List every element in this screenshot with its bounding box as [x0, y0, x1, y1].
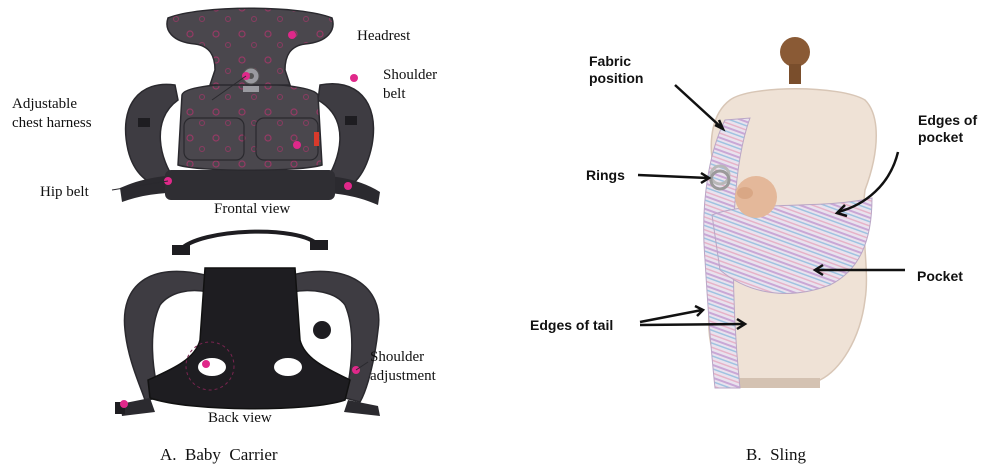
fabric-position-label-line2: position	[589, 70, 643, 86]
rings-label: Rings	[586, 167, 625, 183]
headrest-label: Headrest	[357, 28, 410, 45]
shoulder-adjustment-label-line2: adjustment	[370, 368, 436, 385]
frontal-view-label: Frontal view	[214, 201, 290, 218]
shoulder-adjustment-label-line1: Shoulder	[370, 349, 424, 366]
fabric-position-label-line1: Fabric	[589, 53, 631, 69]
edges-of-tail-label: Edges of tail	[530, 317, 613, 333]
caption-a: A. Baby Carrier	[160, 445, 278, 465]
sling-panel: Fabric position Rings Edges of pocket Po…	[520, 0, 999, 471]
edges-of-pocket-label-line2: pocket	[918, 129, 963, 145]
back-view-carrier	[115, 232, 380, 416]
chest-harness-label-line2: chest harness	[12, 115, 92, 132]
pocket-label: Pocket	[917, 268, 963, 284]
edges-of-pocket-label-line1: Edges of	[918, 112, 977, 128]
hip-belt-label: Hip belt	[40, 184, 89, 201]
caption-b: B. Sling	[746, 445, 806, 465]
front-view-carrier	[112, 8, 380, 205]
chest-harness-label-line1: Adjustable	[12, 96, 77, 113]
back-view-label: Back view	[208, 410, 272, 427]
shoulder-belt-label-line1: Shoulder	[383, 67, 437, 84]
shoulder-belt-label-line2: belt	[383, 86, 406, 103]
baby-carrier-illustration	[0, 0, 520, 471]
baby-carrier-panel: Headrest Shoulder belt Adjustable chest …	[0, 0, 520, 471]
